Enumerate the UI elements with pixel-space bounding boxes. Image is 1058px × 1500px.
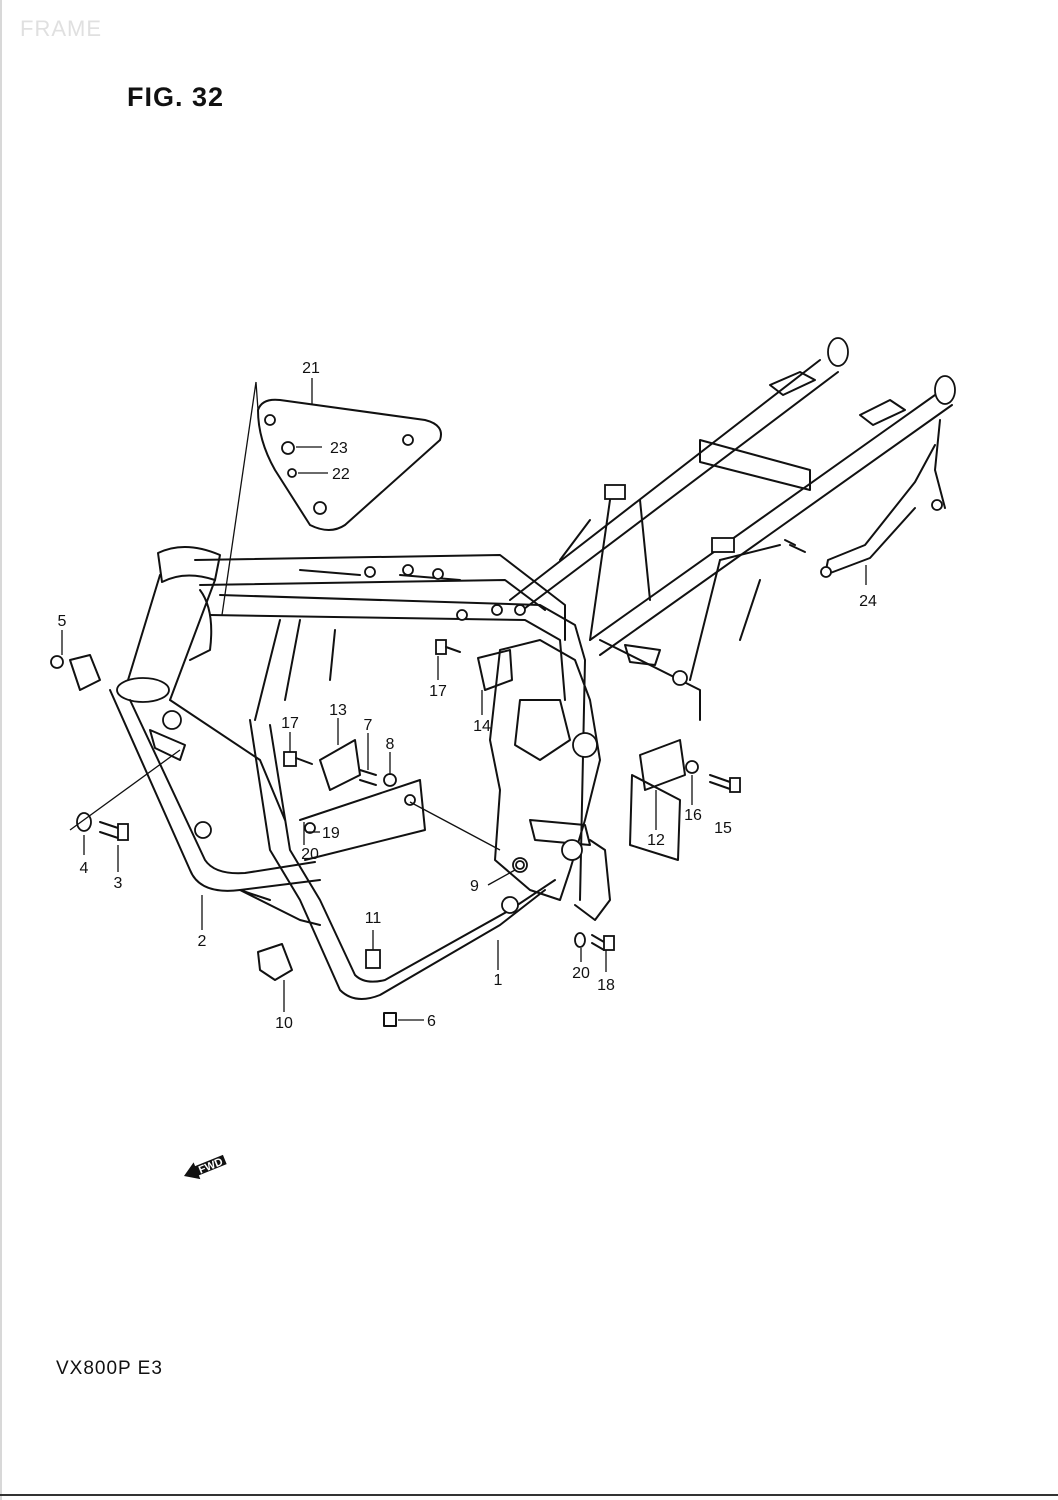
callout-11: 11 [365,910,382,927]
callout-18: 18 [597,977,615,994]
brackets-and-fasteners [50,639,741,1027]
callout-10: 10 [275,1015,293,1032]
callout-2: 2 [198,933,207,950]
callout-4: 4 [80,860,89,877]
side-cover-21 [221,381,442,616]
figure-number: FIG. 32 [127,82,225,112]
callout-3: 3 [114,875,123,892]
callout-23: 23 [330,440,348,457]
callout-19: 19 [322,825,340,842]
callout-9: 9 [470,878,479,895]
callout-17-lower: 17 [281,715,299,732]
callout-22: 22 [332,466,350,483]
callout-16: 16 [684,807,702,824]
page-bottom-rule [0,1494,1058,1496]
forward-arrow-icon: FWD [184,1154,227,1180]
rear-frame-rails [509,337,956,721]
callout-15: 15 [714,820,732,837]
model-code: VX800P E3 [56,1358,163,1379]
callout-12: 12 [647,832,665,849]
callout-6: 6 [427,1013,436,1030]
section-watermark: FRAME [20,16,102,41]
callout-labels: 1 2 3 4 5 6 7 8 9 10 11 12 13 14 15 16 1… [58,360,877,1032]
callout-24: 24 [859,593,877,610]
callout-5: 5 [58,613,67,630]
callout-14: 14 [473,718,491,735]
callout-21: 21 [302,360,320,377]
callout-7: 7 [364,717,373,734]
fwd-label: FWD [197,1156,225,1177]
main-frame-body [109,545,611,1000]
callout-13: 13 [329,702,347,719]
leader-lines [61,378,867,1021]
scan-edge [0,0,2,1500]
callout-17-upper: 17 [429,683,447,700]
rear-bracket-24 [784,419,946,578]
callout-20-right: 20 [572,965,590,982]
callout-20-left: 20 [301,846,319,863]
callout-1: 1 [494,972,503,989]
callout-8: 8 [386,736,395,753]
